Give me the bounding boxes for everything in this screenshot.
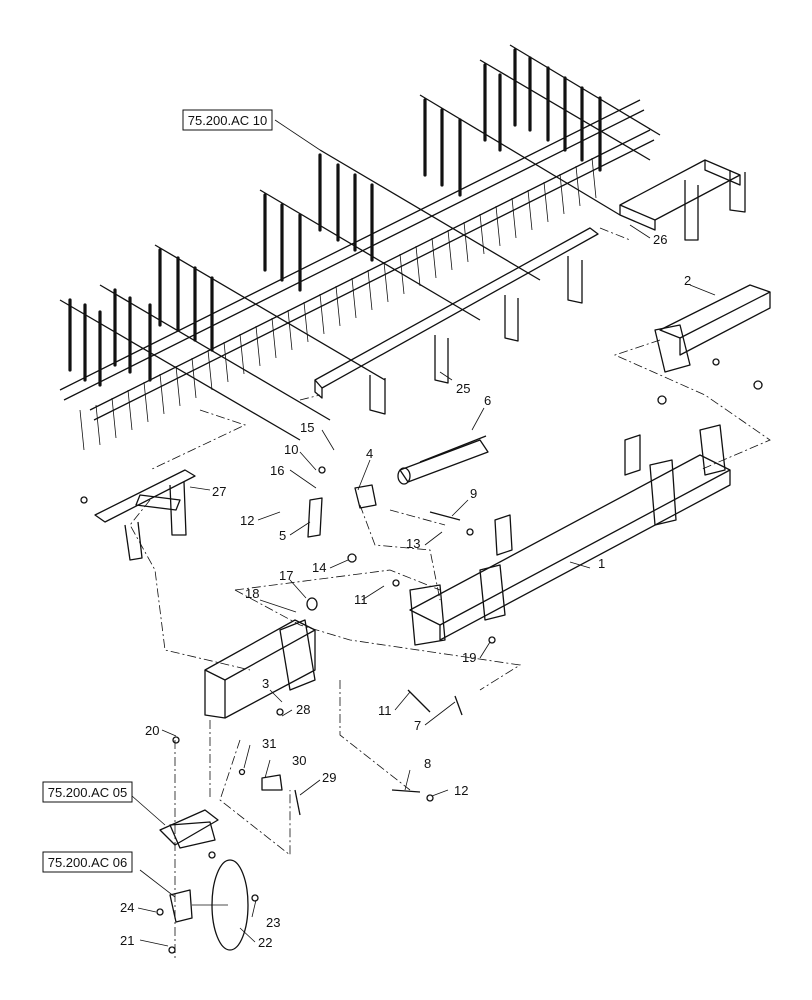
- callout-10: 10: [284, 442, 298, 457]
- part-6-cylinder: [397, 435, 489, 485]
- callout-20: 20: [145, 723, 159, 738]
- callout-9: 9: [470, 486, 477, 501]
- reference-ac10: 75.200.AC 10: [182, 109, 273, 131]
- callout-labels: 1 2 3 4 5 6 7 8 9 10 11 11 12 12 13 14 1…: [120, 232, 691, 950]
- callout-4: 4: [366, 446, 373, 461]
- callout-5: 5: [279, 528, 286, 543]
- callout-6: 6: [484, 393, 491, 408]
- callout-22: 22: [258, 935, 272, 950]
- callout-2: 2: [684, 273, 691, 288]
- callout-31: 31: [262, 736, 276, 751]
- part-3-arm: [204, 619, 316, 719]
- assembly-lines: [129, 227, 771, 960]
- callout-18: 18: [245, 586, 259, 601]
- callout-15: 15: [300, 420, 314, 435]
- callout-8: 8: [424, 756, 431, 771]
- part-26-bracket: [619, 159, 746, 241]
- callout-14: 14: [312, 560, 326, 575]
- leader-lines: [131, 119, 716, 947]
- part-2-arm: [654, 284, 771, 405]
- callout-21: 21: [120, 933, 134, 948]
- callout-25: 25: [456, 381, 470, 396]
- reference-ac05: 75.200.AC 05: [42, 781, 133, 803]
- callout-30: 30: [292, 753, 306, 768]
- callout-7: 7: [414, 718, 421, 733]
- part-27-bracket: [94, 469, 196, 561]
- callout-28: 28: [296, 702, 310, 717]
- sub-assembly-06: [156, 859, 259, 954]
- part-25-beam: [314, 227, 599, 415]
- svg-text:75.200.AC 05: 75.200.AC 05: [48, 785, 128, 800]
- callout-23: 23: [266, 915, 280, 930]
- callout-12a: 12: [240, 513, 254, 528]
- harrow-assembly: [59, 44, 661, 451]
- svg-text:75.200.AC 06: 75.200.AC 06: [48, 855, 128, 870]
- small-parts: [80, 466, 496, 816]
- svg-text:75.200.AC 10: 75.200.AC 10: [188, 113, 268, 128]
- callout-19: 19: [462, 650, 476, 665]
- callout-13: 13: [406, 536, 420, 551]
- callout-24: 24: [120, 900, 134, 915]
- callout-16: 16: [270, 463, 284, 478]
- callout-17: 17: [279, 568, 293, 583]
- callout-12b: 12: [454, 783, 468, 798]
- callout-29: 29: [322, 770, 336, 785]
- callout-27: 27: [212, 484, 226, 499]
- sub-assembly-05: [159, 809, 219, 859]
- callout-26: 26: [653, 232, 667, 247]
- part-1-main-frame: [409, 424, 731, 646]
- callout-11b: 11: [378, 703, 392, 718]
- reference-ac06: 75.200.AC 06: [42, 851, 133, 873]
- callout-3: 3: [262, 676, 269, 691]
- callout-11a: 11: [354, 592, 368, 607]
- callout-1: 1: [598, 556, 605, 571]
